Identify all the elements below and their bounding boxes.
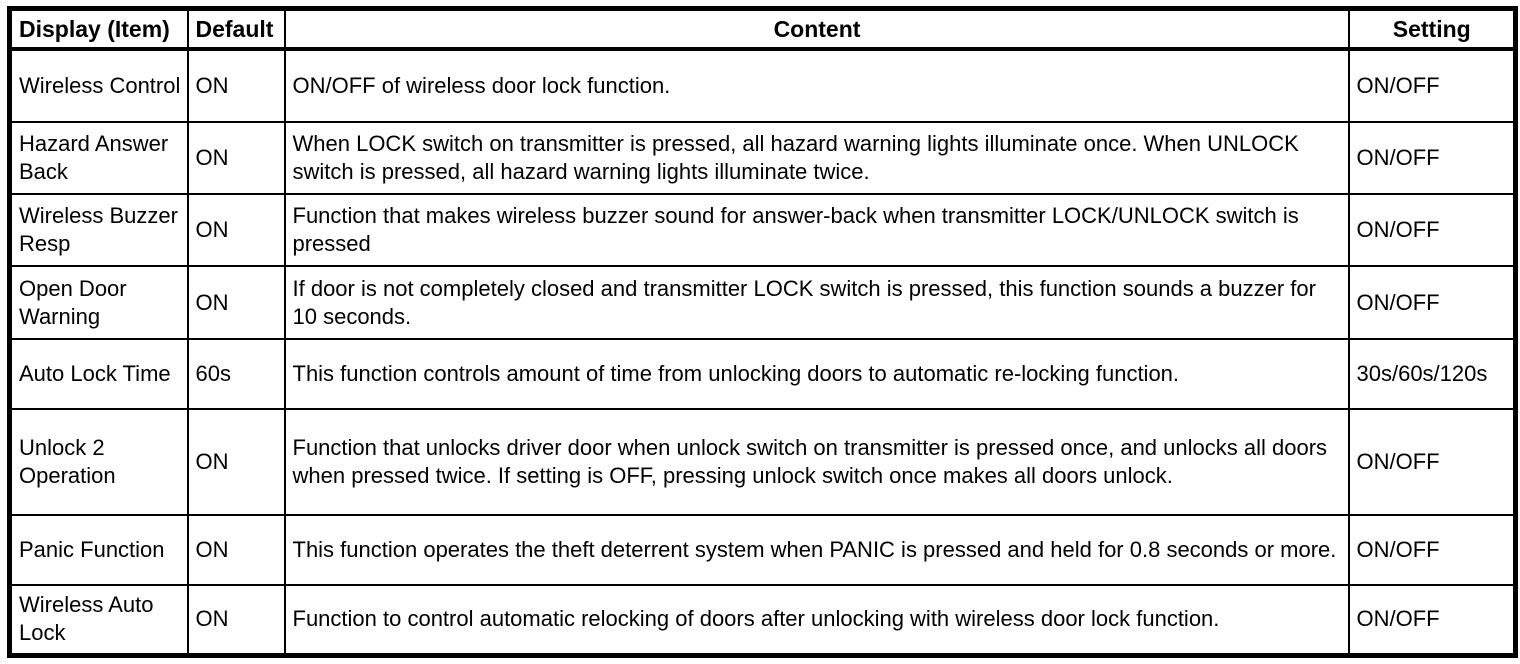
cell-content: Function that makes wireless buzzer soun… — [283, 193, 1350, 267]
cell-setting: ON/OFF — [1347, 514, 1517, 586]
cell-default: ON — [186, 193, 286, 267]
cell-content: If door is not completely closed and tra… — [283, 265, 1350, 340]
table-row-wireless-auto-lock: Wireless Auto Lock ON Function to contro… — [8, 584, 1517, 656]
header-row: Display (Item) Default Content Setting — [8, 7, 1517, 51]
cell-item: Panic Function — [8, 514, 189, 586]
cell-item: Unlock 2 Operation — [8, 408, 189, 516]
cell-default: ON — [186, 265, 286, 340]
cell-content: ON/OFF of wireless door lock function. — [283, 48, 1350, 123]
table-row-panic-function: Panic Function ON This function operates… — [8, 514, 1517, 586]
table-row-open-door-warning: Open Door Warning ON If door is not comp… — [8, 265, 1517, 340]
table-row-auto-lock-time: Auto Lock Time 60s This function control… — [8, 338, 1517, 410]
cell-default: 60s — [186, 338, 286, 410]
column-header-setting: Setting — [1347, 7, 1517, 51]
cell-content: Function to control automatic relocking … — [283, 584, 1350, 656]
cell-setting: ON/OFF — [1347, 408, 1517, 516]
cell-content: This function controls amount of time fr… — [283, 338, 1350, 410]
cell-item: Hazard Answer Back — [8, 121, 189, 195]
cell-default: ON — [186, 48, 286, 123]
cell-item: Wireless Control — [8, 48, 189, 123]
cell-setting: ON/OFF — [1347, 265, 1517, 340]
cell-default: ON — [186, 584, 286, 656]
column-header-default: Default — [186, 7, 286, 51]
cell-item: Wireless Auto Lock — [8, 584, 189, 656]
cell-item: Open Door Warning — [8, 265, 189, 340]
table-row-unlock-2-operation: Unlock 2 Operation ON Function that unlo… — [8, 408, 1517, 516]
cell-setting: 30s/60s/120s — [1347, 338, 1517, 410]
cell-setting: ON/OFF — [1347, 584, 1517, 656]
cell-content: When LOCK switch on transmitter is press… — [283, 121, 1350, 195]
cell-item: Auto Lock Time — [8, 338, 189, 410]
cell-setting: ON/OFF — [1347, 121, 1517, 195]
cell-default: ON — [186, 121, 286, 195]
wireless-door-lock-settings-table: Display (Item) Default Content Setting W… — [7, 6, 1518, 658]
cell-default: ON — [186, 408, 286, 516]
cell-setting: ON/OFF — [1347, 193, 1517, 267]
cell-content: Function that unlocks driver door when u… — [283, 408, 1350, 516]
table-row-wireless-control: Wireless Control ON ON/OFF of wireless d… — [8, 48, 1517, 123]
table-row-wireless-buzzer-resp: Wireless Buzzer Resp ON Function that ma… — [8, 193, 1517, 267]
column-header-display-item: Display (Item) — [8, 7, 189, 51]
cell-default: ON — [186, 514, 286, 586]
cell-item: Wireless Buzzer Resp — [8, 193, 189, 267]
column-header-content: Content — [283, 7, 1350, 51]
cell-content: This function operates the theft deterre… — [283, 514, 1350, 586]
cell-setting: ON/OFF — [1347, 48, 1517, 123]
table-row-hazard-answer-back: Hazard Answer Back ON When LOCK switch o… — [8, 121, 1517, 195]
